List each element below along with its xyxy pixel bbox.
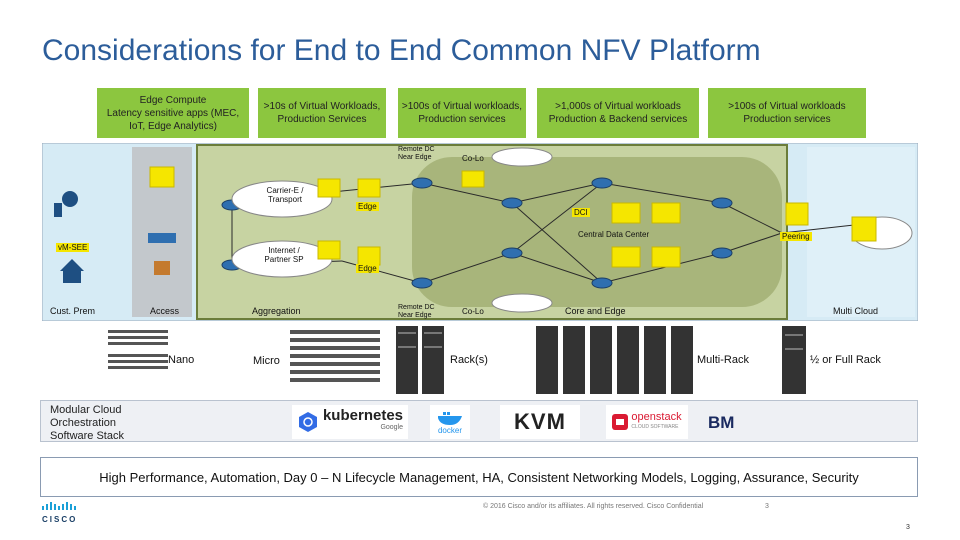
peering-tag: Peering — [780, 232, 812, 241]
cisco-bars-icon — [42, 502, 76, 510]
remote-dc-cloud-bottom — [491, 293, 553, 313]
cisco-logo: cisco — [42, 497, 78, 524]
openstack-sub-text: CLOUD SOFTWARE — [631, 424, 679, 430]
edge-compute-box: Edge Compute Latency sensitive apps (MEC… — [97, 88, 249, 138]
openstack-icon — [612, 414, 629, 430]
dci-tag: DCI — [572, 208, 590, 217]
colo-top-label: Co-Lo — [462, 154, 484, 163]
openstack-logo: openstack CLOUD SOFTWARE — [606, 405, 688, 439]
docker-whale-icon — [438, 411, 462, 425]
kubernetes-text: kubernetes — [322, 407, 404, 424]
carrier-cloud — [231, 180, 333, 218]
remote-dc-bottom-label: Remote DC Near Edge — [398, 304, 435, 319]
internet-cloud-label: Internet / Partner SP — [264, 246, 304, 264]
openstack-text: openstack — [631, 411, 682, 423]
edge-tag-bottom: Edge — [356, 264, 379, 273]
hundreds-workloads-box: >100s of Virtual workloads, Production s… — [398, 88, 526, 138]
multi-rack-server-icon — [536, 326, 693, 394]
region-access: Access — [150, 306, 180, 316]
kvm-text: KVM — [514, 409, 566, 434]
rack-server-icon — [396, 326, 444, 394]
nano-server-icon — [108, 330, 168, 369]
router-icons — [221, 177, 733, 289]
copyright-text: © 2016 Cisco and/or its affiliates. All … — [483, 503, 704, 510]
central-dc-label: Central Data Center — [578, 230, 650, 239]
network-diagram — [42, 143, 918, 321]
vmsee-tag: vM-SEE — [56, 243, 90, 252]
multi-rack-label: Multi-Rack — [697, 354, 749, 366]
half-rack-label: ½ or Full Rack — [810, 354, 881, 366]
inner-slide-number: 3 — [765, 503, 769, 510]
remote-dc-cloud-top — [491, 147, 553, 167]
colo-bottom-label: Co-Lo — [462, 307, 484, 316]
kubernetes-logo: kubernetes Google — [292, 405, 408, 439]
compute-nodes — [149, 166, 877, 268]
tens-workloads-box: >10s of Virtual Workloads, Production Se… — [258, 88, 386, 138]
micro-server-icon — [290, 330, 380, 382]
page-title: Considerations for End to End Common NFV… — [42, 34, 761, 67]
page-number: 3 — [906, 524, 910, 531]
software-stack-bar — [40, 400, 918, 442]
kvm-logo: KVM — [500, 405, 580, 439]
cisco-wordmark: cisco — [42, 515, 78, 524]
region-core-edge: Core and Edge — [565, 306, 626, 316]
capabilities-banner: High Performance, Automation, Day 0 – N … — [40, 457, 918, 497]
region-aggregation: Aggregation — [252, 306, 301, 316]
edge-tag-top: Edge — [356, 202, 379, 211]
rack-label: Rack(s) — [450, 354, 488, 366]
docker-logo: docker — [430, 405, 470, 439]
kubernetes-wheel-icon — [298, 412, 317, 432]
cust-prem-icons — [54, 191, 176, 283]
docker-text: docker — [437, 425, 462, 435]
region-multi-cloud: Multi Cloud — [833, 306, 879, 316]
nano-label: Nano — [168, 354, 195, 366]
kubernetes-sub-text: Google — [380, 424, 404, 431]
software-stack-label: Modular Cloud Orchestration Software Sta… — [50, 404, 124, 442]
carrier-cloud-label: Carrier-E / Transport — [266, 186, 304, 204]
micro-label: Micro — [253, 355, 280, 367]
half-rack-server-icon — [782, 326, 806, 394]
hundreds-production-box: >100s of Virtual workloads Production se… — [708, 88, 866, 138]
region-cust-prem: Cust. Prem — [50, 306, 96, 316]
bm-label: BM — [708, 413, 735, 432]
thousands-workloads-box: >1,000s of Virtual workloads Production … — [537, 88, 699, 138]
remote-dc-top-label: Remote DC Near Edge — [398, 146, 435, 161]
